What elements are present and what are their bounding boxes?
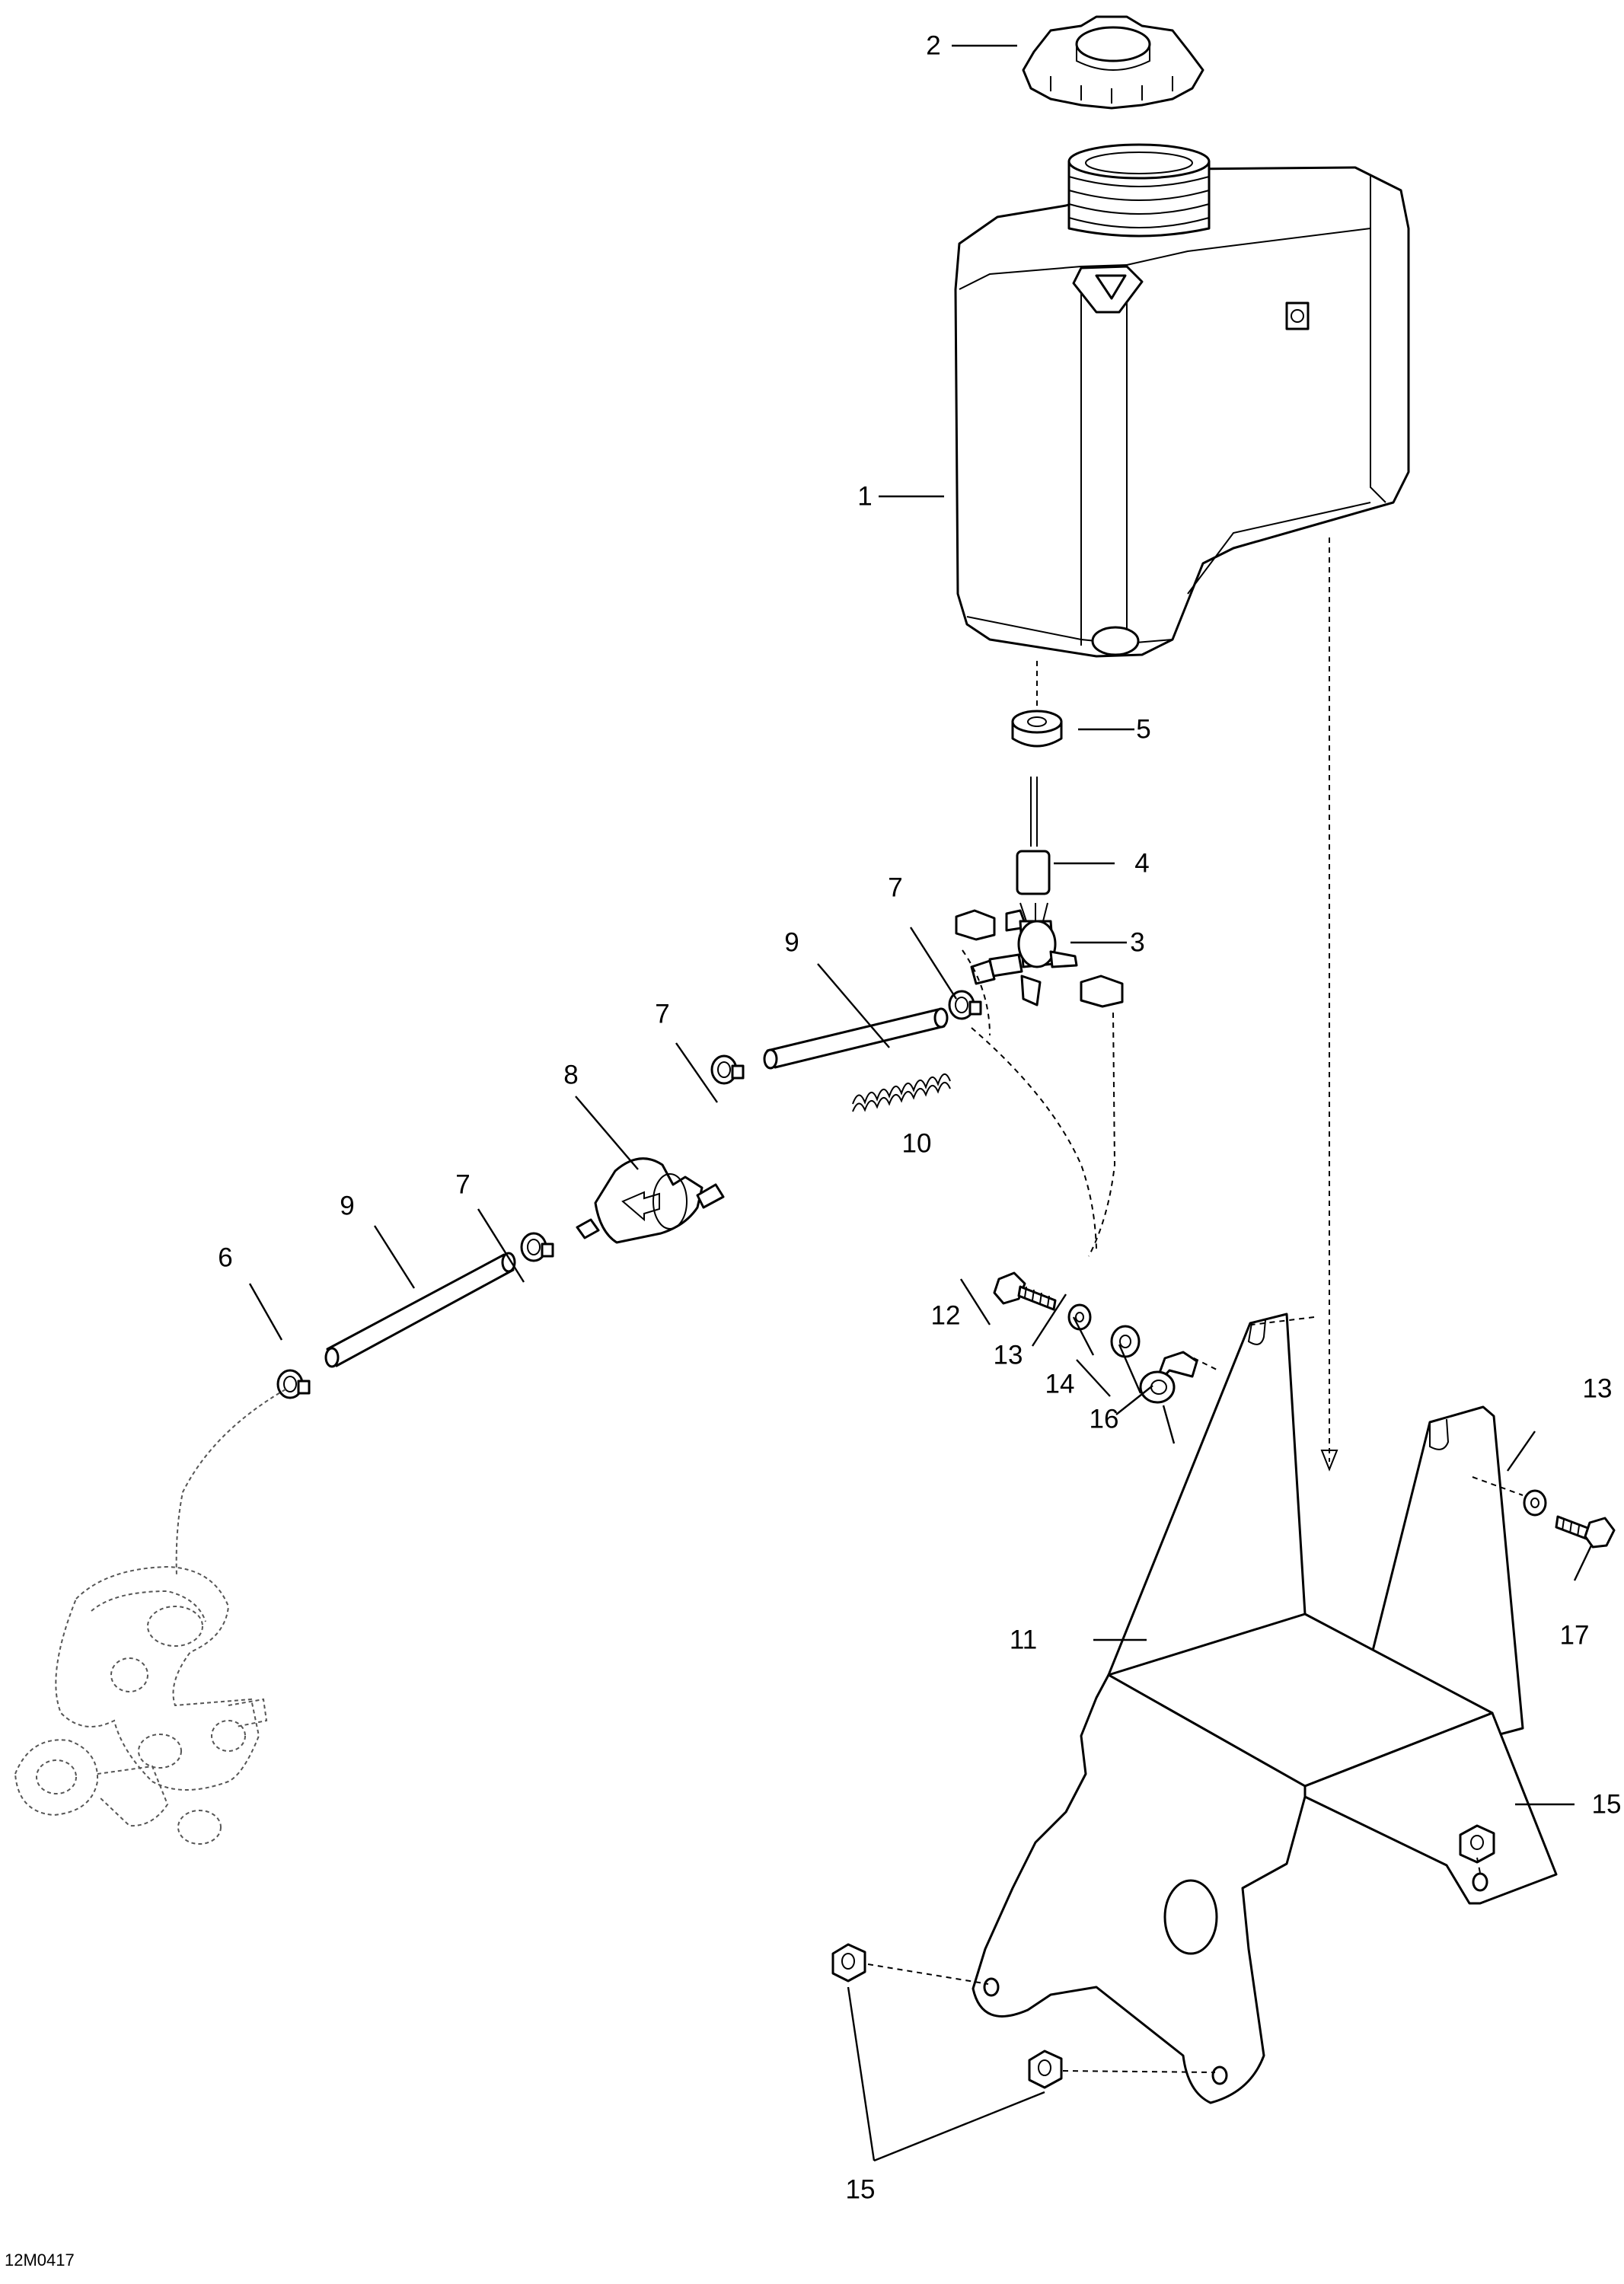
hose-part-lower	[324, 1252, 516, 1368]
callout-13b: 13	[1583, 1374, 1613, 1404]
callout-16: 16	[1090, 1405, 1119, 1434]
callout-6: 6	[218, 1243, 232, 1273]
callouts: 2 1 5 4 3 7 9 7 8 7 9 6 10 12 13 14 16 1…	[5, 31, 1621, 2270]
callout-7a: 7	[455, 1170, 470, 1200]
leader-lines	[248, 44, 1593, 2162]
clip-part-16	[1139, 1351, 1198, 1404]
callout-9b: 9	[340, 1191, 354, 1221]
bolt-part-17	[1555, 1515, 1616, 1549]
drawing-code: 12M0417	[5, 2251, 75, 2270]
filter-part	[576, 1157, 725, 1244]
callout-2: 2	[926, 31, 940, 61]
callout-14: 14	[1045, 1370, 1075, 1399]
callout-7c: 7	[888, 873, 902, 903]
callout-10: 10	[902, 1129, 932, 1159]
bracket-part	[972, 1313, 1558, 2104]
callout-7b: 7	[655, 1000, 669, 1029]
clamp-part-7a	[520, 1232, 554, 1262]
tank-part	[954, 143, 1410, 658]
hose-part-upper	[763, 1007, 949, 1070]
callout-15a: 15	[1592, 1790, 1622, 1820]
callout-15b: 15	[846, 2175, 876, 2205]
grommet-part	[1011, 710, 1063, 748]
strainer-part	[1016, 777, 1051, 922]
washer-part-13	[1067, 1303, 1092, 1331]
nut-part-15c	[1028, 2050, 1063, 2089]
clip-part	[955, 909, 1124, 1008]
clamp-part-7b	[710, 1054, 745, 1085]
callout-17: 17	[1560, 1621, 1590, 1651]
valve-part	[970, 909, 1078, 1006]
nut-part-15a	[1459, 1824, 1495, 1864]
assembly-lines	[867, 538, 1523, 2073]
callout-8: 8	[563, 1061, 578, 1090]
callout-13a: 13	[994, 1341, 1023, 1370]
washer-part-13b	[1523, 1489, 1547, 1517]
callout-11: 11	[1010, 1625, 1037, 1655]
callout-4: 4	[1134, 849, 1149, 879]
callout-12: 12	[931, 1301, 961, 1331]
spring-part	[852, 1073, 951, 1112]
callout-5: 5	[1136, 715, 1150, 745]
oil-pump-reference	[14, 1389, 286, 1845]
cap-part	[1022, 15, 1204, 110]
callout-9a: 9	[784, 928, 799, 958]
washer-part-14	[1110, 1325, 1141, 1358]
clamp-part-6	[276, 1369, 311, 1399]
nut-part-15b	[831, 1943, 866, 1983]
callout-3: 3	[1130, 928, 1144, 958]
screw-part-12	[993, 1271, 1057, 1311]
callout-1: 1	[857, 482, 872, 512]
